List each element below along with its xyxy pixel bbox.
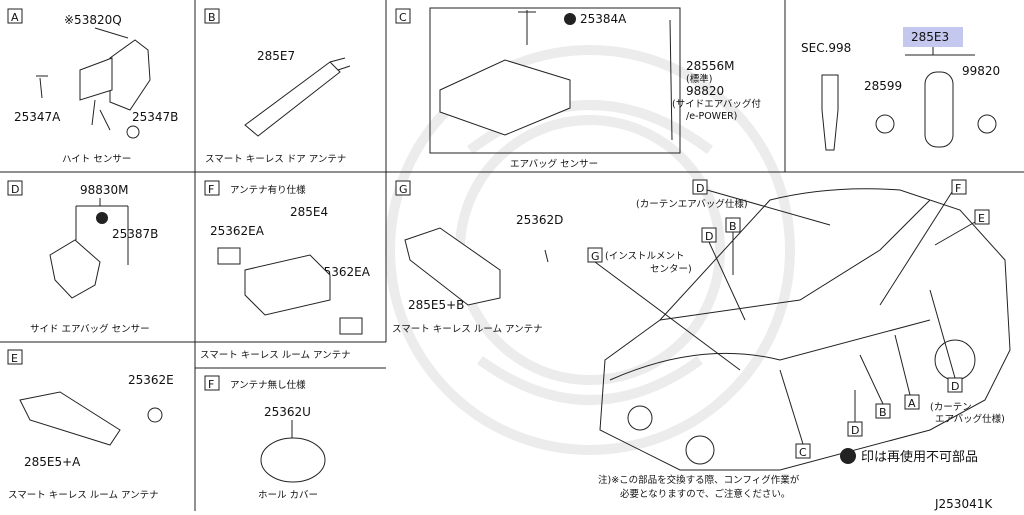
room-antenna-e-drawing bbox=[19, 391, 121, 446]
panel-key: SEC.998 285E3 28599 99820 bbox=[801, 27, 1000, 151]
car-callouts: D (カーテンエアバッグ仕様) G (インストルメント センター) D B F … bbox=[587, 179, 1005, 459]
panel-tag-a bbox=[7, 8, 23, 24]
panel-b-caption: スマート キーレス ドア アンテナ bbox=[205, 154, 346, 165]
part-28599: 28599 bbox=[864, 79, 902, 93]
callout-1-tag: D bbox=[696, 182, 704, 195]
part-285e7: 285E7 bbox=[257, 49, 295, 63]
callout-7-tag: A bbox=[908, 397, 916, 410]
legend: 印は再使用不可部品 bbox=[840, 448, 978, 465]
panel-c-frame bbox=[429, 7, 681, 154]
panel-tag-b bbox=[204, 8, 220, 24]
callout-2-text: (インストルメント bbox=[605, 251, 685, 262]
panel-g-caption: スマート キーレス ルーム アンテナ bbox=[392, 324, 543, 335]
callout-2-text2: センター) bbox=[650, 264, 692, 275]
panel-f1-caption: スマート キーレス ルーム アンテナ bbox=[200, 350, 351, 361]
part-25384a: 25384A bbox=[580, 12, 627, 26]
part-285e3: 285E3 bbox=[911, 30, 949, 44]
part-25347b: 25347B bbox=[132, 110, 178, 124]
panel-c-caption: エアバッグ センサー bbox=[510, 158, 598, 170]
callout-2-tag: G bbox=[591, 250, 600, 263]
part-sec998: SEC.998 bbox=[801, 41, 851, 55]
panel-f2-caption: ホール カバー bbox=[258, 490, 318, 501]
panel-f1-tag: F bbox=[208, 183, 214, 196]
callout-11-tag: C bbox=[799, 446, 807, 459]
side-airbag-sensor-drawing bbox=[49, 239, 101, 299]
panel-c: C 25384A 28556M (標準) 98820 (サイドエアバッグ付 /e… bbox=[395, 7, 761, 170]
panel-b-tag: B bbox=[208, 11, 216, 24]
watermark-emblem bbox=[385, 45, 795, 455]
panel-a-tag: A bbox=[11, 11, 19, 24]
part-25362u: 25362U bbox=[264, 405, 311, 419]
callout-3-tag: D bbox=[705, 230, 713, 243]
panel-g: G 25362D 285E5+B スマート キーレス ルーム アンテナ bbox=[392, 180, 563, 335]
callout-9-tag: D bbox=[851, 424, 859, 437]
airbag-sensor-drawing bbox=[439, 59, 571, 136]
panel-e-caption: スマート キーレス ルーム アンテナ bbox=[8, 490, 159, 501]
panel-d-caption: サイド エアバッグ センサー bbox=[30, 323, 150, 335]
panel-d-tag: D bbox=[11, 183, 19, 196]
panel-f1: F アンテナ有り仕様 285E4 25362EA 25362EA スマート キー… bbox=[200, 180, 371, 361]
part-28556m: 28556M bbox=[686, 59, 735, 73]
callout-4-tag: B bbox=[729, 220, 737, 233]
callout-6-tag: E bbox=[978, 212, 985, 225]
panel-d: D 98830M 25387B サイド エアバッグ センサー bbox=[7, 180, 158, 335]
hole-cover-drawing bbox=[260, 437, 326, 483]
panel-e-tag: E bbox=[11, 352, 18, 365]
part-285e5b: 285E5+B bbox=[408, 298, 464, 312]
room-antenna-g-drawing bbox=[404, 227, 501, 306]
callout-1-text: (カーテンエアバッグ仕様) bbox=[636, 198, 748, 210]
panel-e: E 25362E 285E5+A スマート キーレス ルーム アンテナ bbox=[7, 349, 174, 501]
panel-tag-f1 bbox=[204, 180, 220, 196]
callout-8-text: (カーテン bbox=[930, 402, 972, 413]
panel-a-caption: ハイト センサー bbox=[62, 154, 131, 165]
part-285e4: 285E4 bbox=[290, 205, 328, 219]
part-285e5a: 285E5+A bbox=[24, 455, 81, 469]
panel-f2-tag: F bbox=[208, 378, 214, 391]
panel-f2: F アンテナ無し仕様 25362U ホール カバー bbox=[204, 375, 326, 501]
part-98820: 98820 bbox=[686, 84, 724, 98]
panel-a: A ※53820Q 25347A 25347B ハイト センサー bbox=[7, 8, 178, 165]
panel-f2-title: アンテナ無し仕様 bbox=[230, 379, 306, 391]
highlight-285e3 bbox=[903, 27, 963, 47]
height-sensor-drawing bbox=[36, 27, 151, 139]
intelligent-key-drawing bbox=[924, 71, 954, 148]
part-98820-note2: /e-POWER) bbox=[686, 111, 737, 122]
callout-10-tag: B bbox=[879, 406, 887, 419]
panel-f1-title: アンテナ有り仕様 bbox=[230, 184, 306, 196]
non-reusable-icon bbox=[564, 13, 576, 25]
part-25347a: 25347A bbox=[14, 110, 61, 124]
mechanical-key-drawing bbox=[821, 74, 839, 151]
part-25362ea-left: 25362EA bbox=[210, 224, 265, 238]
part-53820q: ※53820Q bbox=[64, 13, 122, 27]
part-99820: 99820 bbox=[962, 64, 1000, 78]
panel-b: B 285E7 スマート キーレス ドア アンテナ bbox=[204, 8, 351, 165]
callout-5-tag: F bbox=[955, 182, 961, 195]
callout-8-tag: D bbox=[951, 380, 959, 393]
panel-tag-f2 bbox=[204, 375, 220, 391]
legend-text: 印は再使用不可部品 bbox=[861, 449, 978, 465]
drawing-id: J253041K bbox=[934, 497, 993, 511]
car-overview bbox=[599, 188, 1011, 471]
panel-tag-e bbox=[7, 349, 23, 365]
note-line-2: 必要となりますので、ご注意ください。 bbox=[620, 488, 790, 500]
part-25387b: 25387B bbox=[112, 227, 158, 241]
part-25362d: 25362D bbox=[516, 213, 563, 227]
panel-tag-c bbox=[395, 8, 411, 24]
panel-g-tag: G bbox=[399, 183, 408, 196]
panel-tag-g bbox=[395, 180, 411, 196]
panel-c-tag: C bbox=[399, 11, 407, 24]
part-25362e: 25362E bbox=[128, 373, 174, 387]
note-line-1: 注)※この部品を交換する際、コンフィグ作業が bbox=[598, 474, 800, 486]
part-28556m-note: (標準) bbox=[686, 73, 712, 85]
callout-8-text2: エアバッグ仕様) bbox=[935, 413, 1005, 425]
non-reusable-legend-icon bbox=[840, 448, 856, 464]
car-body-outline bbox=[599, 188, 1011, 471]
door-antenna-drawing bbox=[244, 61, 341, 137]
panel-tag-d bbox=[7, 180, 23, 196]
part-98820-note1: (サイドエアバッグ付 bbox=[672, 98, 761, 110]
room-antenna-drawing bbox=[244, 254, 331, 316]
part-98830m: 98830M bbox=[80, 183, 129, 197]
